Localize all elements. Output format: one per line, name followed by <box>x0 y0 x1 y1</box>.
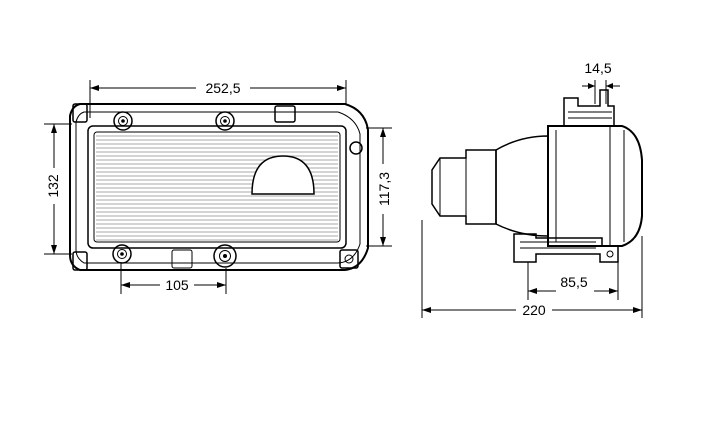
tab-bottom-left <box>72 251 88 271</box>
tab-top-right <box>274 105 296 123</box>
front-housing-inner <box>75 111 361 264</box>
mount-top-center <box>215 111 235 131</box>
adjuster-right <box>349 141 363 155</box>
side-connector <box>431 149 497 225</box>
dim-mount-spacing: 105 <box>120 262 227 294</box>
dim-mount-spacing-label: 105 <box>165 277 189 293</box>
tab-bottom-mid <box>171 249 193 269</box>
side-top-bracket <box>563 89 615 127</box>
dim-front-height-label: 132 <box>45 174 61 198</box>
dim-front-width-label: 252,5 <box>205 80 240 96</box>
dim-lens-height: 117,3 <box>366 127 392 247</box>
front-view: 252,5 132 117,3 <box>44 80 392 294</box>
dim-side-top: 14,5 <box>582 60 620 104</box>
dim-side-depth: 220 <box>421 220 643 318</box>
side-body <box>495 135 549 237</box>
front-housing-outline <box>69 103 369 271</box>
dim-side-bracket-label: 85,5 <box>560 274 587 290</box>
mount-top-left <box>113 111 133 131</box>
side-view: 14,5 85,5 220 <box>421 60 643 318</box>
lens-inner-frame <box>93 131 341 243</box>
dim-side-bracket: 85,5 <box>527 262 619 300</box>
mount-bottom-left <box>112 244 132 264</box>
side-housing <box>547 125 643 247</box>
reflector-dome <box>251 155 315 195</box>
dim-lens-height-label: 117,3 <box>376 172 392 206</box>
tab-top-left <box>72 103 88 123</box>
clip-bottom-right <box>344 254 354 264</box>
dim-side-top-label: 14,5 <box>584 60 611 76</box>
dim-front-height: 132 <box>44 123 72 255</box>
dim-front-width: 252,5 <box>89 80 347 118</box>
mount-bottom-center <box>213 244 237 268</box>
tab-bottom-right <box>339 249 359 269</box>
dim-side-depth-label: 220 <box>522 302 546 318</box>
